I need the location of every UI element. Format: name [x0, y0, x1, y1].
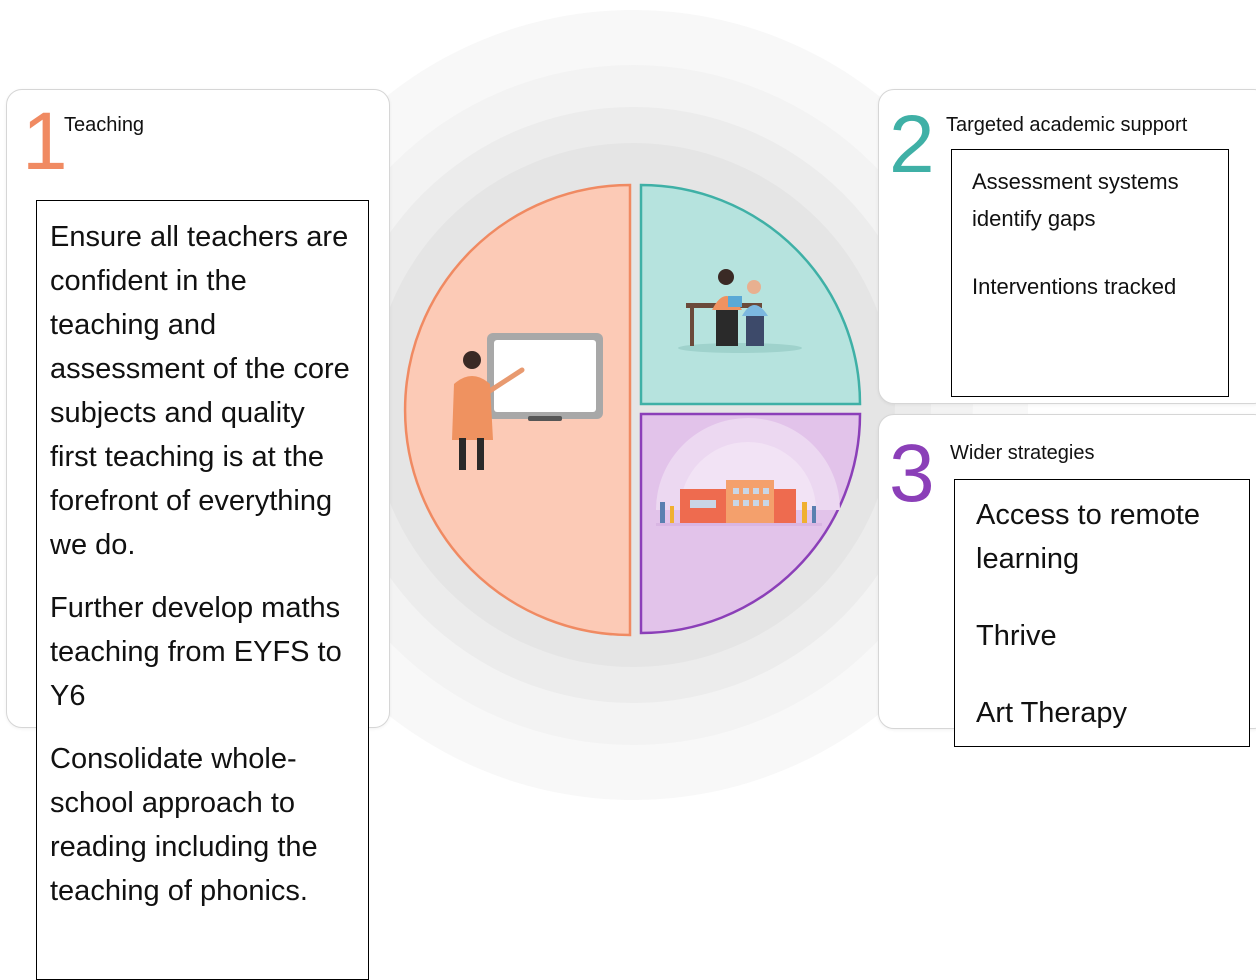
teaching-paragraph-1: Ensure all teachers are confident in the…	[50, 221, 350, 561]
teaching-title: Teaching	[64, 114, 145, 136]
school-community-icon	[656, 418, 840, 526]
teaching-paragraph-3: Consolidate whole-school approach to rea…	[50, 743, 318, 907]
teacher-whiteboard-icon	[452, 333, 603, 470]
targeted-support-paragraph-1: Assessment systems identify gaps	[972, 169, 1179, 231]
targeted-support-text-box: Assessment systems identify gaps Interve…	[951, 149, 1229, 397]
targeted-support-segment	[639, 183, 862, 406]
teaching-text-box: Ensure all teachers are confident in the…	[36, 200, 369, 980]
wider-strategies-paragraph-2: Thrive	[976, 620, 1057, 652]
wider-strategies-text-box: Access to remote learning Thrive Art The…	[954, 479, 1250, 747]
tiered-approach-diagram	[403, 183, 862, 637]
tutor-pupil-icon	[678, 269, 802, 353]
targeted-support-title: Targeted academic support	[946, 114, 1188, 136]
teaching-paragraph-2: Further develop maths teaching from EYFS…	[50, 592, 342, 712]
section-number-2: 2	[889, 99, 935, 190]
wider-strategies-paragraph-3: Art Therapy	[976, 697, 1127, 729]
wider-strategies-title: Wider strategies	[950, 442, 1095, 464]
targeted-support-paragraph-2: Interventions tracked	[972, 274, 1177, 299]
section-number-3: 3	[889, 428, 935, 519]
wider-strategies-paragraph-1: Access to remote learning	[976, 499, 1201, 575]
section-number-1: 1	[22, 96, 68, 187]
